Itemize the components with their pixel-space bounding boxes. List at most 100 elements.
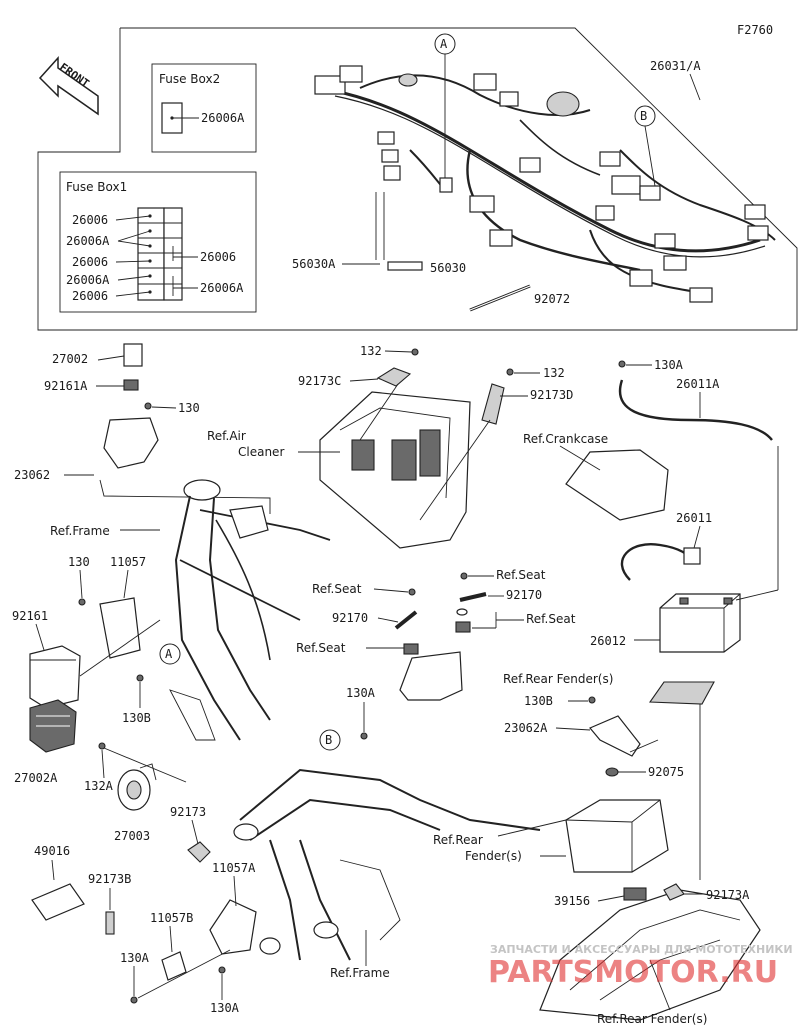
damper-92075 [605, 767, 619, 777]
fuse-box1-frame [59, 171, 257, 313]
damper-seat-left [403, 643, 419, 655]
bolt-130A-top [618, 360, 626, 368]
label-27003: 27003 [114, 829, 150, 843]
clip-56030 [387, 261, 423, 271]
label-56030A: 56030A [292, 257, 336, 271]
label-92173B: 92173B [88, 872, 131, 886]
damper-92173C [376, 367, 412, 387]
fuse-box1-left-4: 26006A [66, 273, 110, 287]
label-92072: 92072 [534, 292, 570, 306]
ref-seat-2: Ref.Seat [496, 568, 546, 582]
label-132A: 132A [84, 779, 114, 793]
rubber-92161A [123, 379, 139, 391]
label-130: 130 [178, 401, 200, 415]
bolt-132A [98, 742, 106, 750]
cable-26011A [619, 379, 773, 441]
label-23062A: 23062A [504, 721, 548, 735]
fuse-box1-left-1: 26006 [72, 213, 108, 227]
damper-92173 [187, 841, 211, 863]
ref-seat-3: Ref.Seat [526, 612, 576, 626]
label-130B-right: 130B [524, 694, 553, 708]
bracket-11057B [161, 951, 187, 981]
fuse-box1-right-1: 26006 [200, 250, 236, 264]
seat-bracket [399, 651, 463, 701]
label-92075: 92075 [648, 765, 684, 779]
label-130A-bc: 130A [210, 1001, 240, 1015]
bolt-seat-1 [408, 588, 416, 596]
ref-air: Ref.Air [207, 429, 246, 443]
label-11057A: 11057A [212, 861, 256, 875]
callout-a: A [440, 37, 448, 51]
label-92173A: 92173A [706, 888, 750, 902]
ref-frame-bottom: Ref.Frame [330, 966, 390, 980]
cable-tie-92072 [469, 284, 531, 312]
washer-seat [456, 608, 468, 616]
bolt-130B-right [588, 696, 596, 704]
air-cleaner-cover [319, 391, 471, 549]
main-wiring-harness [314, 65, 776, 303]
battery-case [565, 799, 669, 873]
front-arrow-icon: FRONT [38, 56, 99, 116]
fuse-box1-title: Fuse Box1 [66, 180, 127, 194]
bolt-130A-mid [360, 732, 368, 740]
frame-rear [233, 768, 541, 961]
label-92161A: 92161A [44, 379, 88, 393]
bracket-23062 [103, 417, 159, 469]
battery-26012 [659, 593, 741, 653]
bolt-130A-bl [130, 996, 138, 1004]
callout-b: B [640, 109, 647, 123]
ecu-92161 [29, 645, 81, 709]
label-49016: 49016 [34, 844, 70, 858]
frame-main [169, 479, 331, 741]
fuse-box2-title: Fuse Box2 [159, 72, 220, 86]
damper-92173D [481, 383, 505, 425]
figure-code: F2760 [737, 23, 773, 37]
clip-56030A [375, 192, 385, 260]
label-132-top: 132 [360, 344, 382, 358]
bolt-130A-bc [218, 966, 226, 974]
label-130A-mid: 130A [346, 686, 376, 700]
fuse-box1-left-2: 26006A [66, 234, 110, 248]
fuse-box2-frame [151, 63, 257, 153]
label-92170-b: 92170 [506, 588, 542, 602]
crankcase [565, 449, 669, 521]
ref-frame-top: Ref.Frame [50, 524, 110, 538]
cover-49016 [31, 883, 85, 921]
watermark-brand: PARTSMOTOR.RU [488, 955, 778, 990]
bolt-130 [144, 402, 152, 410]
fuse-box1-body [137, 207, 183, 301]
label-92173: 92173 [170, 805, 206, 819]
label-11057B: 11057B [150, 911, 193, 925]
label-26011: 26011 [676, 511, 712, 525]
rear-fender [539, 889, 761, 1021]
label-92173D: 92173D [530, 388, 573, 402]
cover-39156 [623, 887, 647, 901]
label-26031A: 26031/A [650, 59, 701, 73]
label-92170-a: 92170 [332, 611, 368, 625]
fuse-box1-left-5: 26006 [72, 289, 108, 303]
bracket-11057A [209, 899, 257, 955]
callout-a-frame: A [165, 647, 173, 661]
callout-b-frame: B [325, 733, 332, 747]
ref-seat-4: Ref.Seat [296, 641, 346, 655]
fuse-box1-right-2: 26006A [200, 281, 244, 295]
label-56030: 56030 [430, 261, 466, 275]
label-130-left: 130 [68, 555, 90, 569]
strap-92170-a [394, 610, 418, 630]
pad-rear-fender [648, 681, 715, 705]
label-92173C: 92173C [298, 374, 341, 388]
bracket-11057 [99, 597, 141, 659]
horn-27003 [117, 763, 157, 811]
label-92161: 92161 [12, 609, 48, 623]
label-27002A: 27002A [14, 771, 58, 785]
ref-crankcase: Ref.Crankcase [523, 432, 608, 446]
relay-27002 [123, 343, 143, 367]
watermark-tagline: ЗАПЧАСТИ И АКСЕССУАРЫ ДЛЯ МОТОТЕХНИКИ [490, 943, 793, 956]
harness-section-frame [37, 27, 798, 331]
label-130A-top: 130A [654, 358, 684, 372]
damper-seat-right [455, 621, 471, 633]
label-39156: 39156 [554, 894, 590, 908]
ref-rear-fender-top: Ref.Rear Fender(s) [503, 672, 613, 686]
label-130A-bl: 130A [120, 951, 150, 965]
